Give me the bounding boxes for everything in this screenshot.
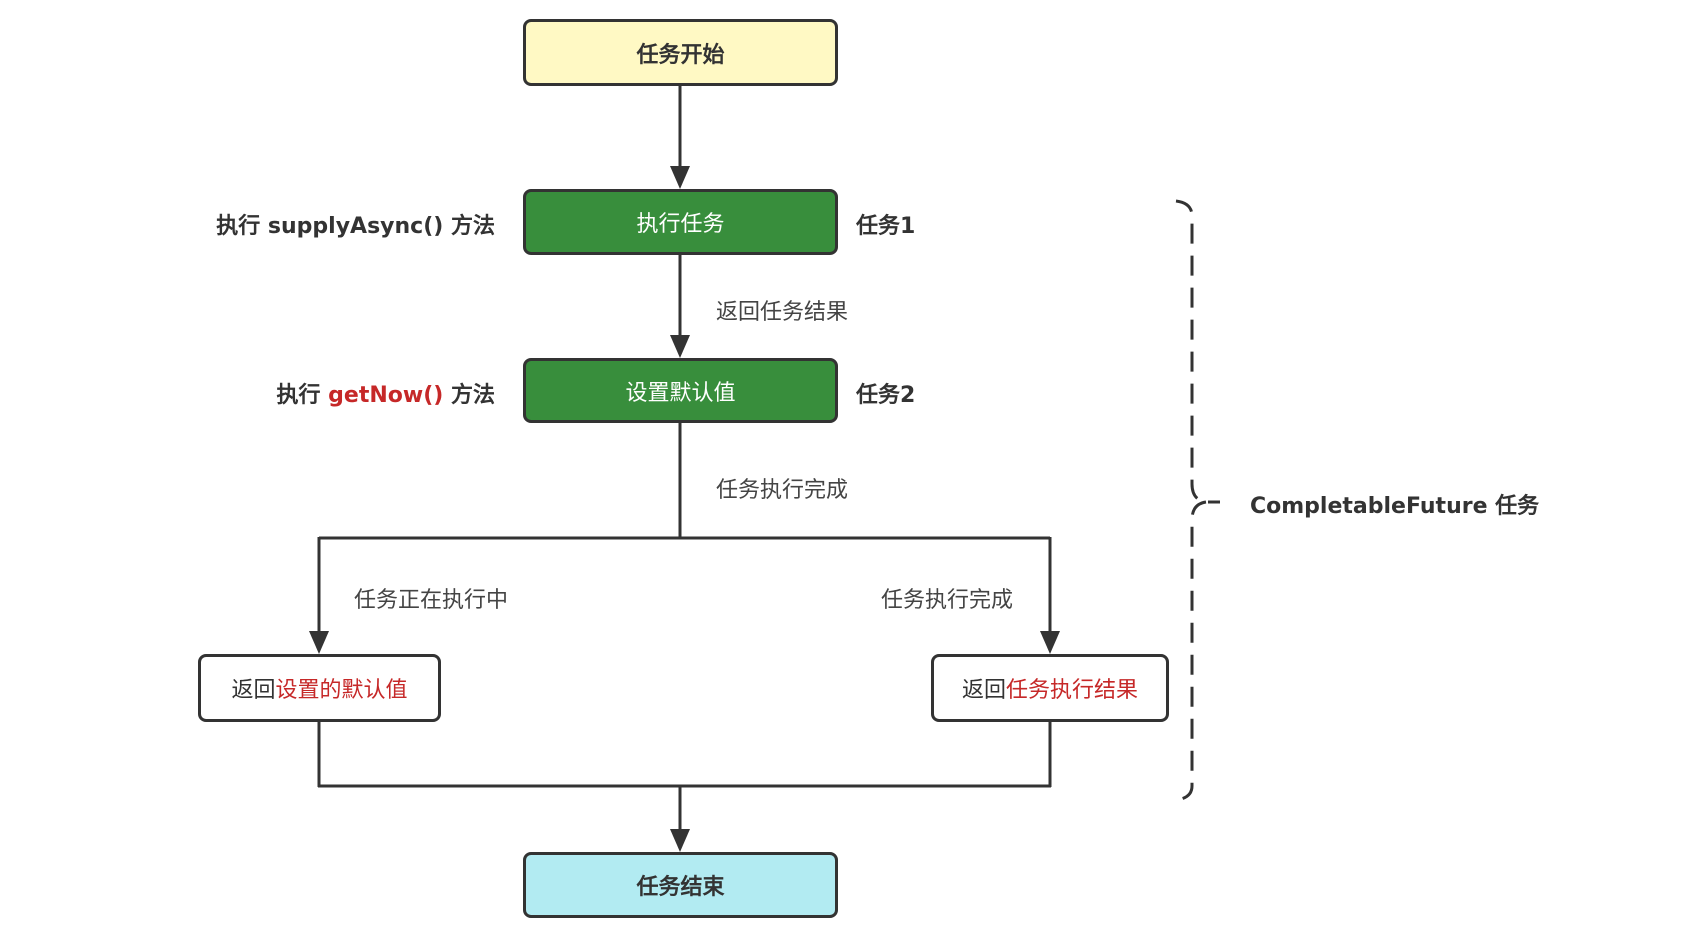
label-supplyasync-method: 执行 supplyAsync() 方法 [216,208,495,240]
edge-label-branch-done: 任务执行完成 [881,588,1014,613]
method-suffix: 方法 [443,383,495,408]
node-execute-task-label: 执行任务 [636,212,725,237]
edge-label-running: 任务正在执行中 [354,588,509,613]
group-label-completablefuture: CompletableFuture 任务 [1250,494,1540,519]
node-return-default-highlight: 设置的默认值 [275,678,408,703]
method-suffix: 方法 [443,214,495,239]
node-return-result-prefix: 返回 [961,678,1006,703]
method-prefix: 执行 [276,383,329,408]
label-getnow-method: 执行 getNow() 方法 [277,377,496,409]
node-task-end: 任务结束 [523,852,838,918]
node-set-default: 设置默认值 [523,358,838,423]
label-task1-tag: 任务1 [856,214,916,239]
method-prefix: 执行 [216,214,268,239]
arrowhead-icon [670,335,690,358]
arrowhead-icon [1040,631,1060,654]
node-return-result-highlight: 任务执行结果 [1006,678,1139,703]
edge-label-task-done: 任务执行完成 [716,478,849,503]
node-task-start: 任务开始 [523,19,838,86]
method-name: getNow() [328,383,444,408]
arrowhead-icon [309,631,329,654]
node-task-end-label: 任务结束 [636,875,725,900]
node-execute-task: 执行任务 [523,189,838,255]
node-return-default: 返回设置的默认值 [198,654,441,722]
arrowhead-icon [670,166,690,189]
node-set-default-label: 设置默认值 [625,380,736,406]
label-task2-tag: 任务2 [856,383,916,408]
group-brace-icon [1175,199,1207,802]
edge-label-return-result: 返回任务结果 [716,300,849,325]
node-return-default-prefix: 返回 [231,678,276,703]
method-name: supplyAsync() [267,214,444,239]
node-return-result: 返回任务执行结果 [931,654,1169,722]
arrowhead-icon [670,829,690,852]
node-task-start-label: 任务开始 [636,42,725,68]
